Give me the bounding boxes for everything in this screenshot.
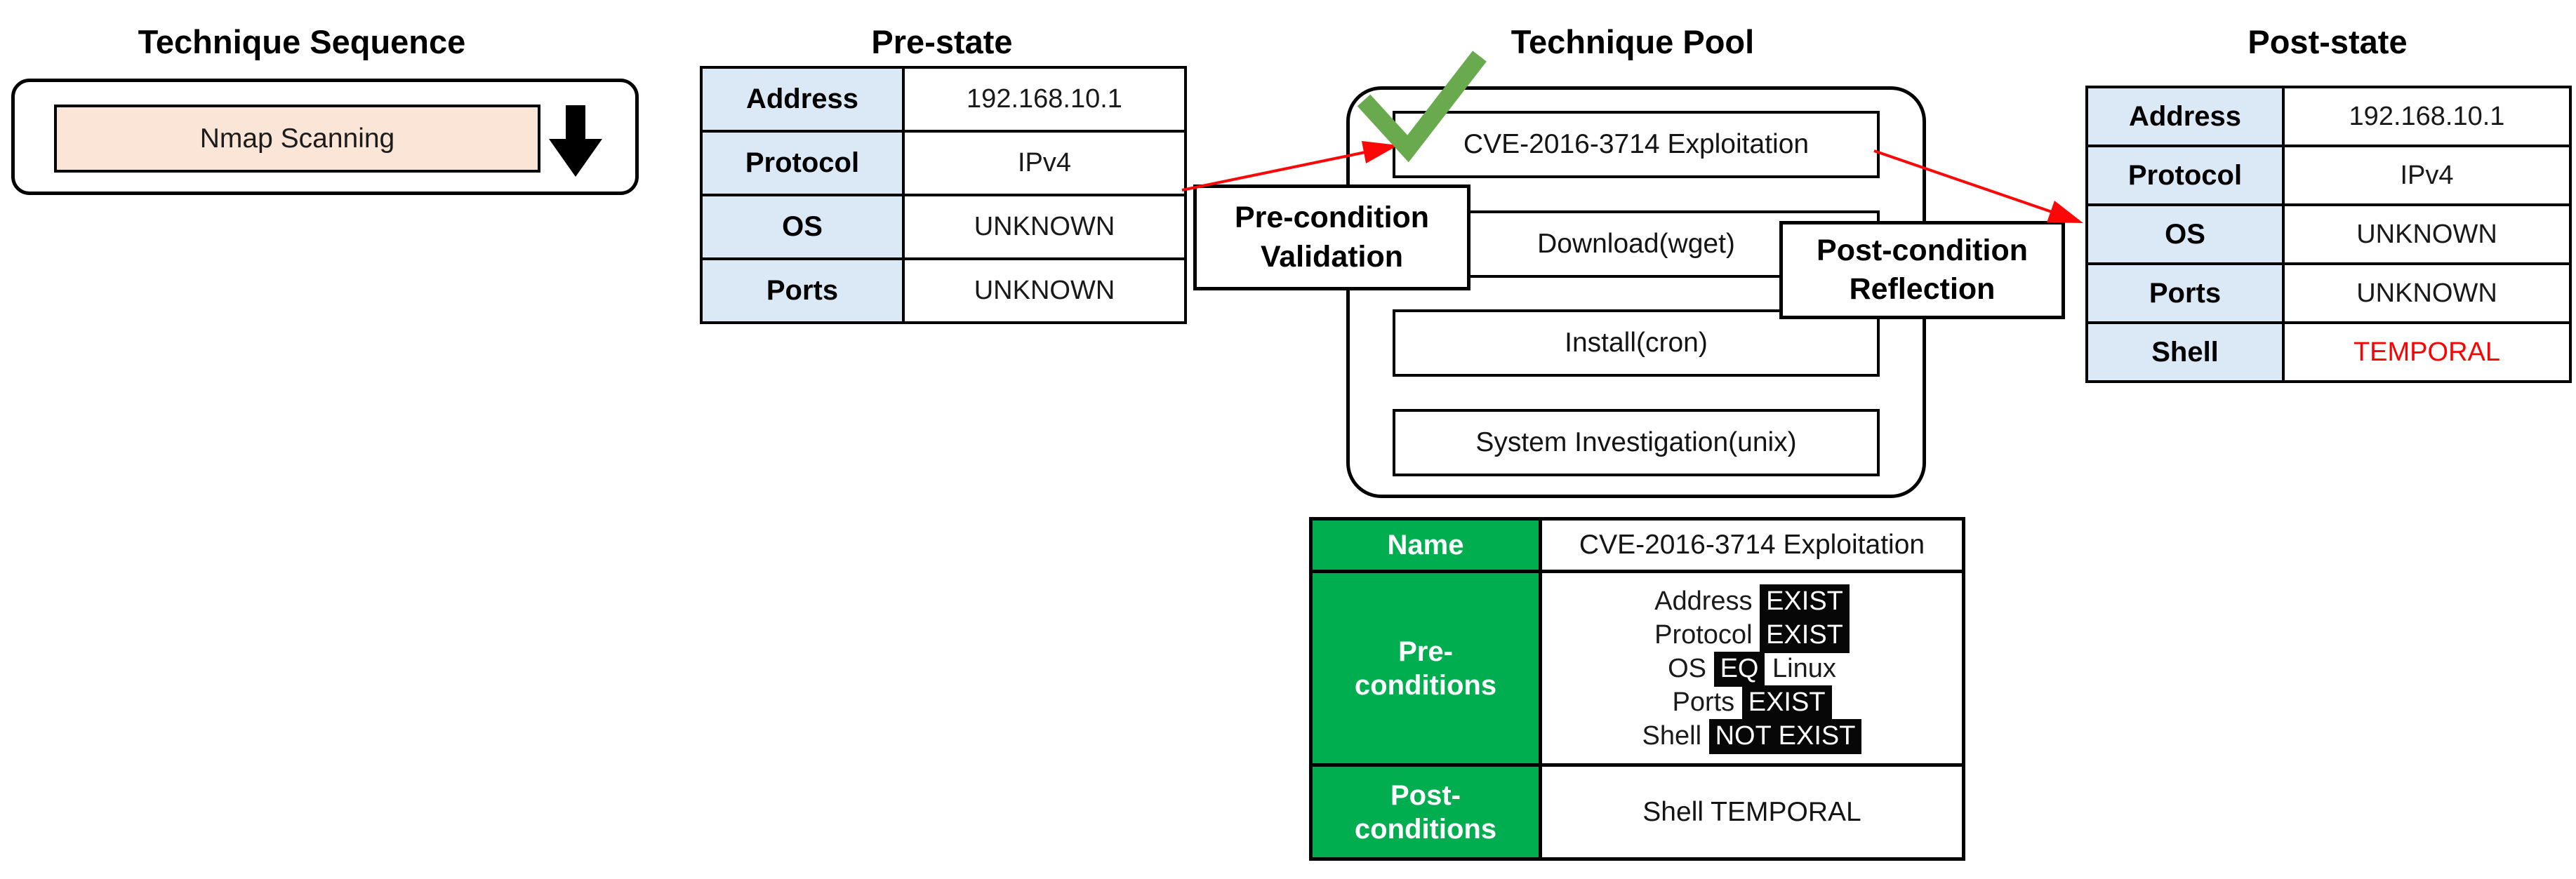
state-label-cell: Shell	[2085, 321, 2285, 383]
state-label-cell: Protocol	[2085, 145, 2285, 206]
condition-text: OS	[1668, 653, 1714, 683]
condition-line: Ports EXIST	[1542, 685, 1962, 720]
condition-text: Address	[1654, 586, 1760, 616]
technique-detail-table: Name CVE-2016-3714 Exploitation Pre- con…	[1309, 517, 1965, 861]
detail-name-value-cell: CVE-2016-3714 Exploitation	[1539, 517, 1965, 573]
state-value-cell: IPv4	[902, 130, 1187, 196]
state-value-cell: UNKNOWN	[2282, 203, 2572, 265]
state-label-cell: Address	[700, 66, 905, 133]
state-value-cell: UNKNOWN	[2282, 262, 2572, 324]
condition-text: Shell	[1642, 720, 1709, 751]
state-value-cell: UNKNOWN	[902, 257, 1187, 324]
detail-post-conditions-cell: Shell TEMPORAL	[1539, 763, 1965, 861]
detail-pre-label-cell: Pre- conditions	[1309, 570, 1542, 767]
technique-box-selected: CVE-2016-3714 Exploitation	[1393, 111, 1880, 178]
state-value-cell: IPv4	[2282, 145, 2572, 206]
technique-box: Install(cron)	[1393, 309, 1880, 377]
condition-line: Address EXIST	[1542, 584, 1962, 619]
condition-text: Ports	[1672, 687, 1742, 717]
detail-name-label-cell: Name	[1309, 517, 1542, 573]
state-value-cell: TEMPORAL	[2282, 321, 2572, 383]
sequence-step-nmap-scanning: Nmap Scanning	[54, 105, 540, 173]
state-label-cell: OS	[2085, 203, 2285, 265]
detail-row-name: Name CVE-2016-3714 Exploitation	[1309, 517, 1965, 573]
state-label-cell: Ports	[700, 257, 905, 324]
technique-box: System Investigation(unix)	[1393, 409, 1880, 476]
technique-sequence-title: Technique Sequence	[138, 23, 466, 60]
post-state-title: Post-state	[2248, 23, 2408, 60]
post-condition-reflection-label: Post-condition Reflection	[1779, 221, 2065, 319]
state-label-cell: OS	[700, 194, 905, 260]
technique-pool-title: Technique Pool	[1511, 23, 1755, 60]
pre-condition-validation-label: Pre-condition Validation	[1193, 184, 1470, 290]
state-label-cell: Ports	[2085, 262, 2285, 324]
detail-row-post-conditions: Post- conditions Shell TEMPORAL	[1309, 763, 1965, 861]
pre-state-title: Pre-state	[871, 23, 1013, 60]
state-label-cell: Address	[2085, 86, 2285, 147]
detail-post-label-cell: Post- conditions	[1309, 763, 1542, 861]
condition-highlight: EXIST	[1760, 617, 1850, 653]
state-value-cell: 192.168.10.1	[902, 66, 1187, 133]
condition-highlight: EXIST	[1741, 685, 1832, 720]
condition-text: Protocol	[1654, 619, 1760, 650]
post-reflection-arrowhead	[2047, 201, 2083, 223]
state-value-cell: UNKNOWN	[902, 194, 1187, 260]
condition-line: Protocol EXIST	[1542, 617, 1962, 653]
condition-highlight: NOT EXIST	[1708, 718, 1862, 754]
state-label-cell: Protocol	[700, 130, 905, 196]
condition-text: Linux	[1765, 653, 1836, 683]
condition-highlight: EQ	[1713, 651, 1765, 687]
condition-line: Shell NOT EXIST	[1542, 718, 1962, 754]
condition-line: OS EQ Linux	[1542, 651, 1962, 687]
condition-highlight: EXIST	[1760, 584, 1850, 619]
state-value-cell: 192.168.10.1	[2282, 86, 2572, 147]
